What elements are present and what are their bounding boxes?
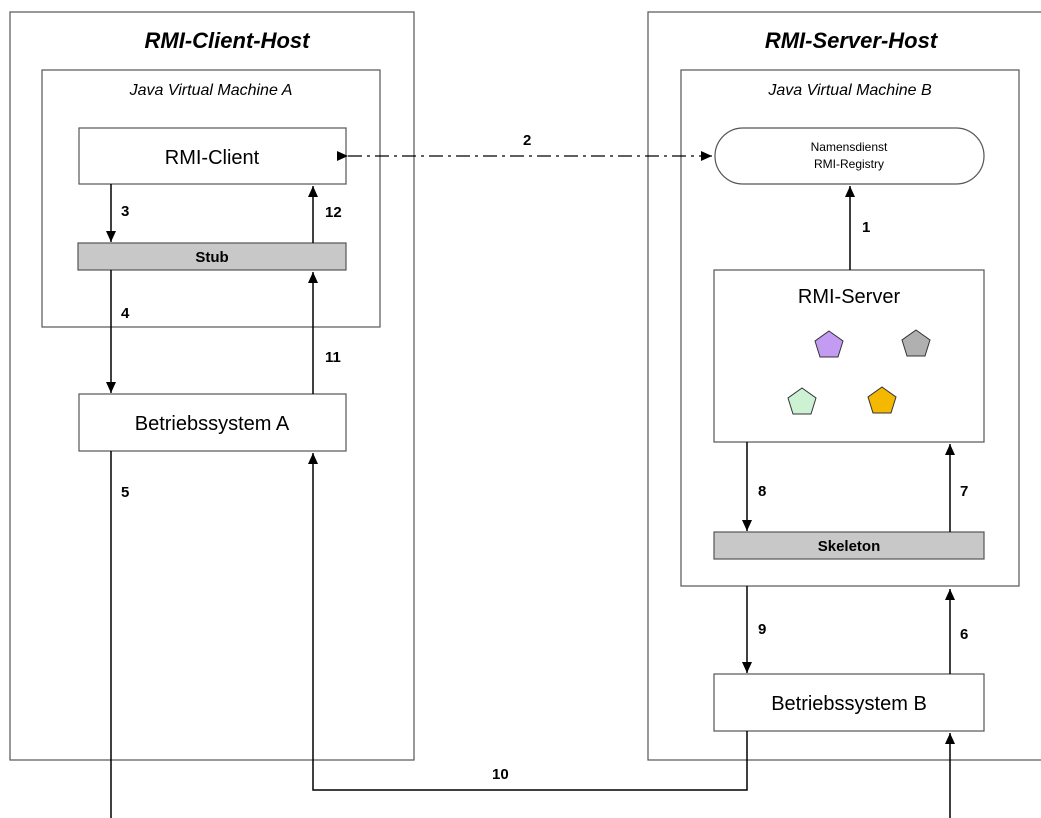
registry-line1: Namensdienst bbox=[811, 140, 888, 154]
pentagon-yellow-icon bbox=[867, 386, 897, 414]
skeleton-bar bbox=[713, 531, 985, 560]
step-12: 12 bbox=[325, 204, 342, 221]
server-host-title: RMI-Server-Host bbox=[765, 28, 939, 53]
os-a-box bbox=[78, 393, 347, 452]
step-9: 9 bbox=[758, 621, 766, 638]
client-host-title: RMI-Client-Host bbox=[145, 28, 312, 53]
registry-box bbox=[714, 127, 985, 185]
jvm-a-box bbox=[41, 69, 381, 328]
rmi-client-box bbox=[78, 127, 347, 185]
pentagon-purple-icon bbox=[814, 330, 844, 358]
registry-line2: RMI-Registry bbox=[814, 157, 884, 171]
rmi-server-label: RMI-Server bbox=[798, 286, 901, 308]
stub-bar bbox=[77, 242, 347, 271]
step-4: 4 bbox=[121, 305, 130, 322]
jvm-b-label: Java Virtual Machine B bbox=[767, 82, 932, 99]
jvm-a-label: Java Virtual Machine A bbox=[129, 82, 293, 99]
stub-label: Stub bbox=[195, 249, 228, 266]
step-2: 2 bbox=[523, 132, 531, 149]
pentagon-green-icon bbox=[787, 387, 817, 415]
skeleton-label: Skeleton bbox=[818, 538, 881, 555]
step-3: 3 bbox=[121, 203, 129, 220]
step-5: 5 bbox=[121, 484, 129, 501]
os-b-box bbox=[713, 673, 985, 732]
pentagon-gray-icon bbox=[901, 329, 931, 357]
step-10: 10 bbox=[492, 766, 509, 783]
os-a-label: Betriebssystem A bbox=[135, 413, 290, 435]
step-8: 8 bbox=[758, 483, 766, 500]
step-1: 1 bbox=[862, 219, 870, 236]
step-7: 7 bbox=[960, 483, 968, 500]
arrow-10 bbox=[308, 453, 748, 791]
os-b-label: Betriebssystem B bbox=[771, 693, 927, 715]
rmi-server-box bbox=[713, 269, 985, 443]
step-11: 11 bbox=[325, 349, 341, 366]
rmi-client-label: RMI-Client bbox=[165, 147, 260, 169]
step-6: 6 bbox=[960, 626, 968, 643]
